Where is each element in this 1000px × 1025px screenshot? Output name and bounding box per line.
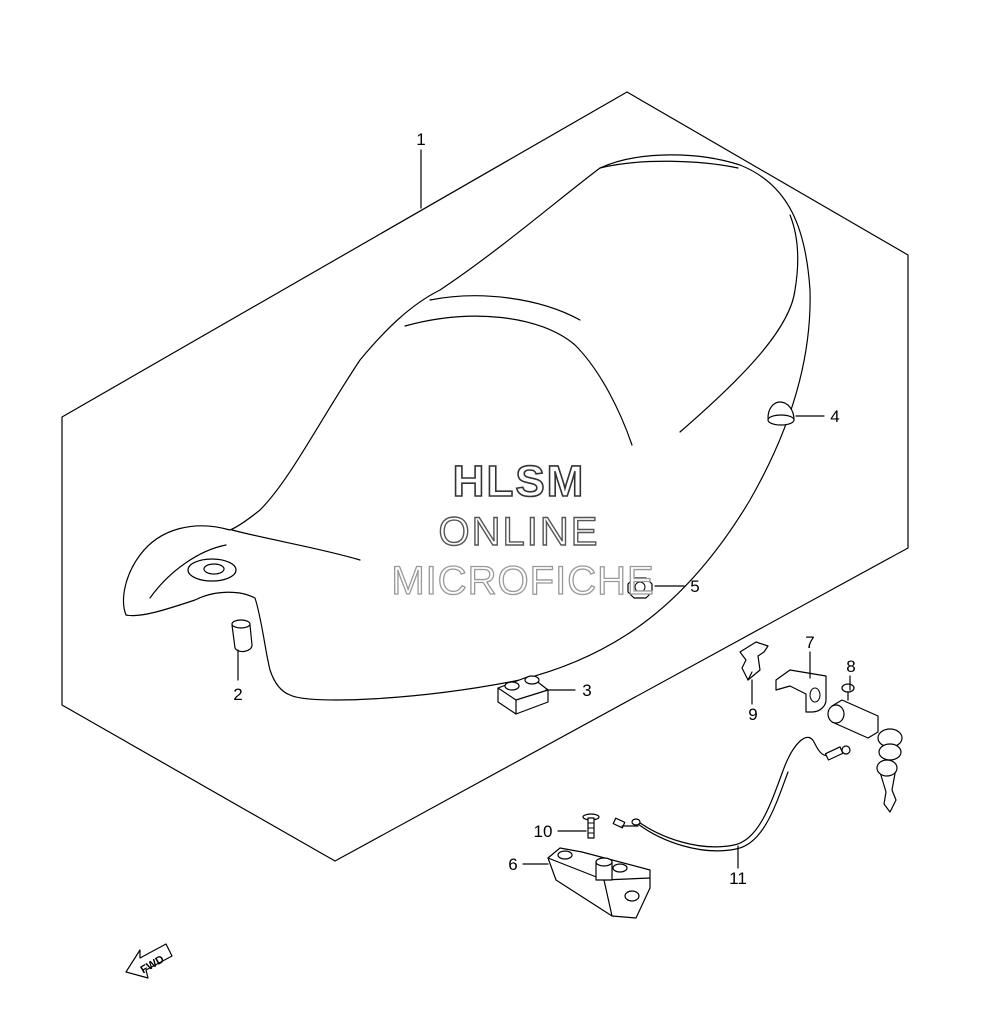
cushion-block-part [497,675,549,715]
cable-part [612,736,851,852]
watermark-line-1: HLSM [453,457,586,506]
cushion-right-part [767,401,795,426]
callout-1: 1 [416,130,425,149]
seat-lock-part [547,847,651,919]
callout-10: 10 [534,822,553,841]
callout-numbers: 1 2 3 4 5 6 7 8 9 10 11 [233,130,855,888]
nut-part [627,577,653,599]
fwd-arrow-icon: FWD [125,943,173,979]
callout-5: 5 [690,577,699,596]
callout-4: 4 [830,407,839,426]
callout-8: 8 [846,657,855,676]
watermark-line-3: MICROFICHE [391,559,654,603]
clip-part [739,641,769,681]
callout-6: 6 [508,855,517,874]
bracket-part [775,669,827,713]
key-lock-part [827,683,903,813]
cushion-left-part [231,619,253,653]
callout-11: 11 [729,869,747,888]
callout-7: 7 [805,633,814,652]
watermark-line-2: ONLINE [439,510,600,554]
assembly-outline [61,91,909,862]
screw-part [582,813,600,839]
callout-3: 3 [582,681,591,700]
leader-lines [237,149,851,869]
callout-9: 9 [748,705,757,724]
callout-2: 2 [233,685,242,704]
seat [123,154,811,701]
watermark: HLSM ONLINE MICROFICHE [391,456,655,603]
